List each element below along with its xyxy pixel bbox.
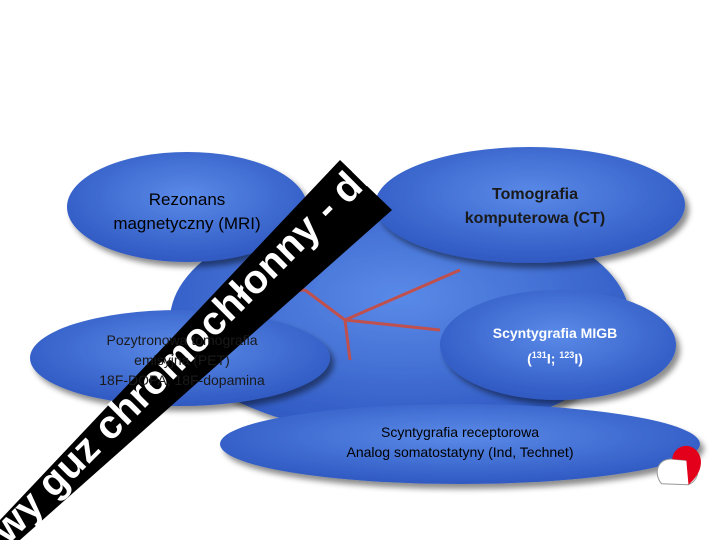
pet-line3: 18F-DOPA, 18F-dopamina (99, 372, 265, 388)
diagonal-banner (0, 160, 392, 540)
ellipse-migb[interactable] (440, 290, 676, 400)
pet-label: Pozytronowa tomografia emisyjna (PET) 18… (62, 330, 302, 390)
migb-el1: I; (546, 350, 560, 367)
migb-iso1: 131 (531, 350, 547, 360)
migb-iso2: 123 (559, 350, 575, 360)
connectors (269, 268, 461, 361)
mri-line1: Rezonans (148, 190, 226, 209)
ct-line2: komputerowa (CT) (464, 210, 606, 227)
receptor-label: Scyntygrafia receptorowa Analog somatost… (300, 422, 620, 462)
ellipse-ct[interactable] (375, 147, 685, 263)
ct-label: Tomografia komputerowa (CT) (430, 183, 640, 231)
mri-label: Rezonans magnetyczny (MRI) (82, 188, 292, 236)
pet-line1: Pozytronowa tomografia (106, 332, 258, 348)
pet-line2: emisyjna (PET) (134, 352, 230, 368)
ct-line1: Tomografia (492, 186, 578, 203)
mri-line2: magnetyczny (MRI) (113, 214, 261, 233)
migb-el2: I) (574, 350, 583, 367)
migb-line1: Scyntygrafia MIGB (492, 325, 618, 341)
receptor-line1: Scyntygrafia receptorowa (381, 424, 539, 440)
ellipse-receptor[interactable] (220, 404, 700, 484)
migb-line2: (131I; 123I) (527, 350, 583, 367)
receptor-line2: Analog somatostatyny (Ind, Technet) (346, 444, 574, 460)
pill-icon (656, 445, 701, 486)
ellipse-mri[interactable] (67, 152, 307, 262)
migb-label: Scyntygrafia MIGB (131I; 123I) (450, 322, 660, 370)
